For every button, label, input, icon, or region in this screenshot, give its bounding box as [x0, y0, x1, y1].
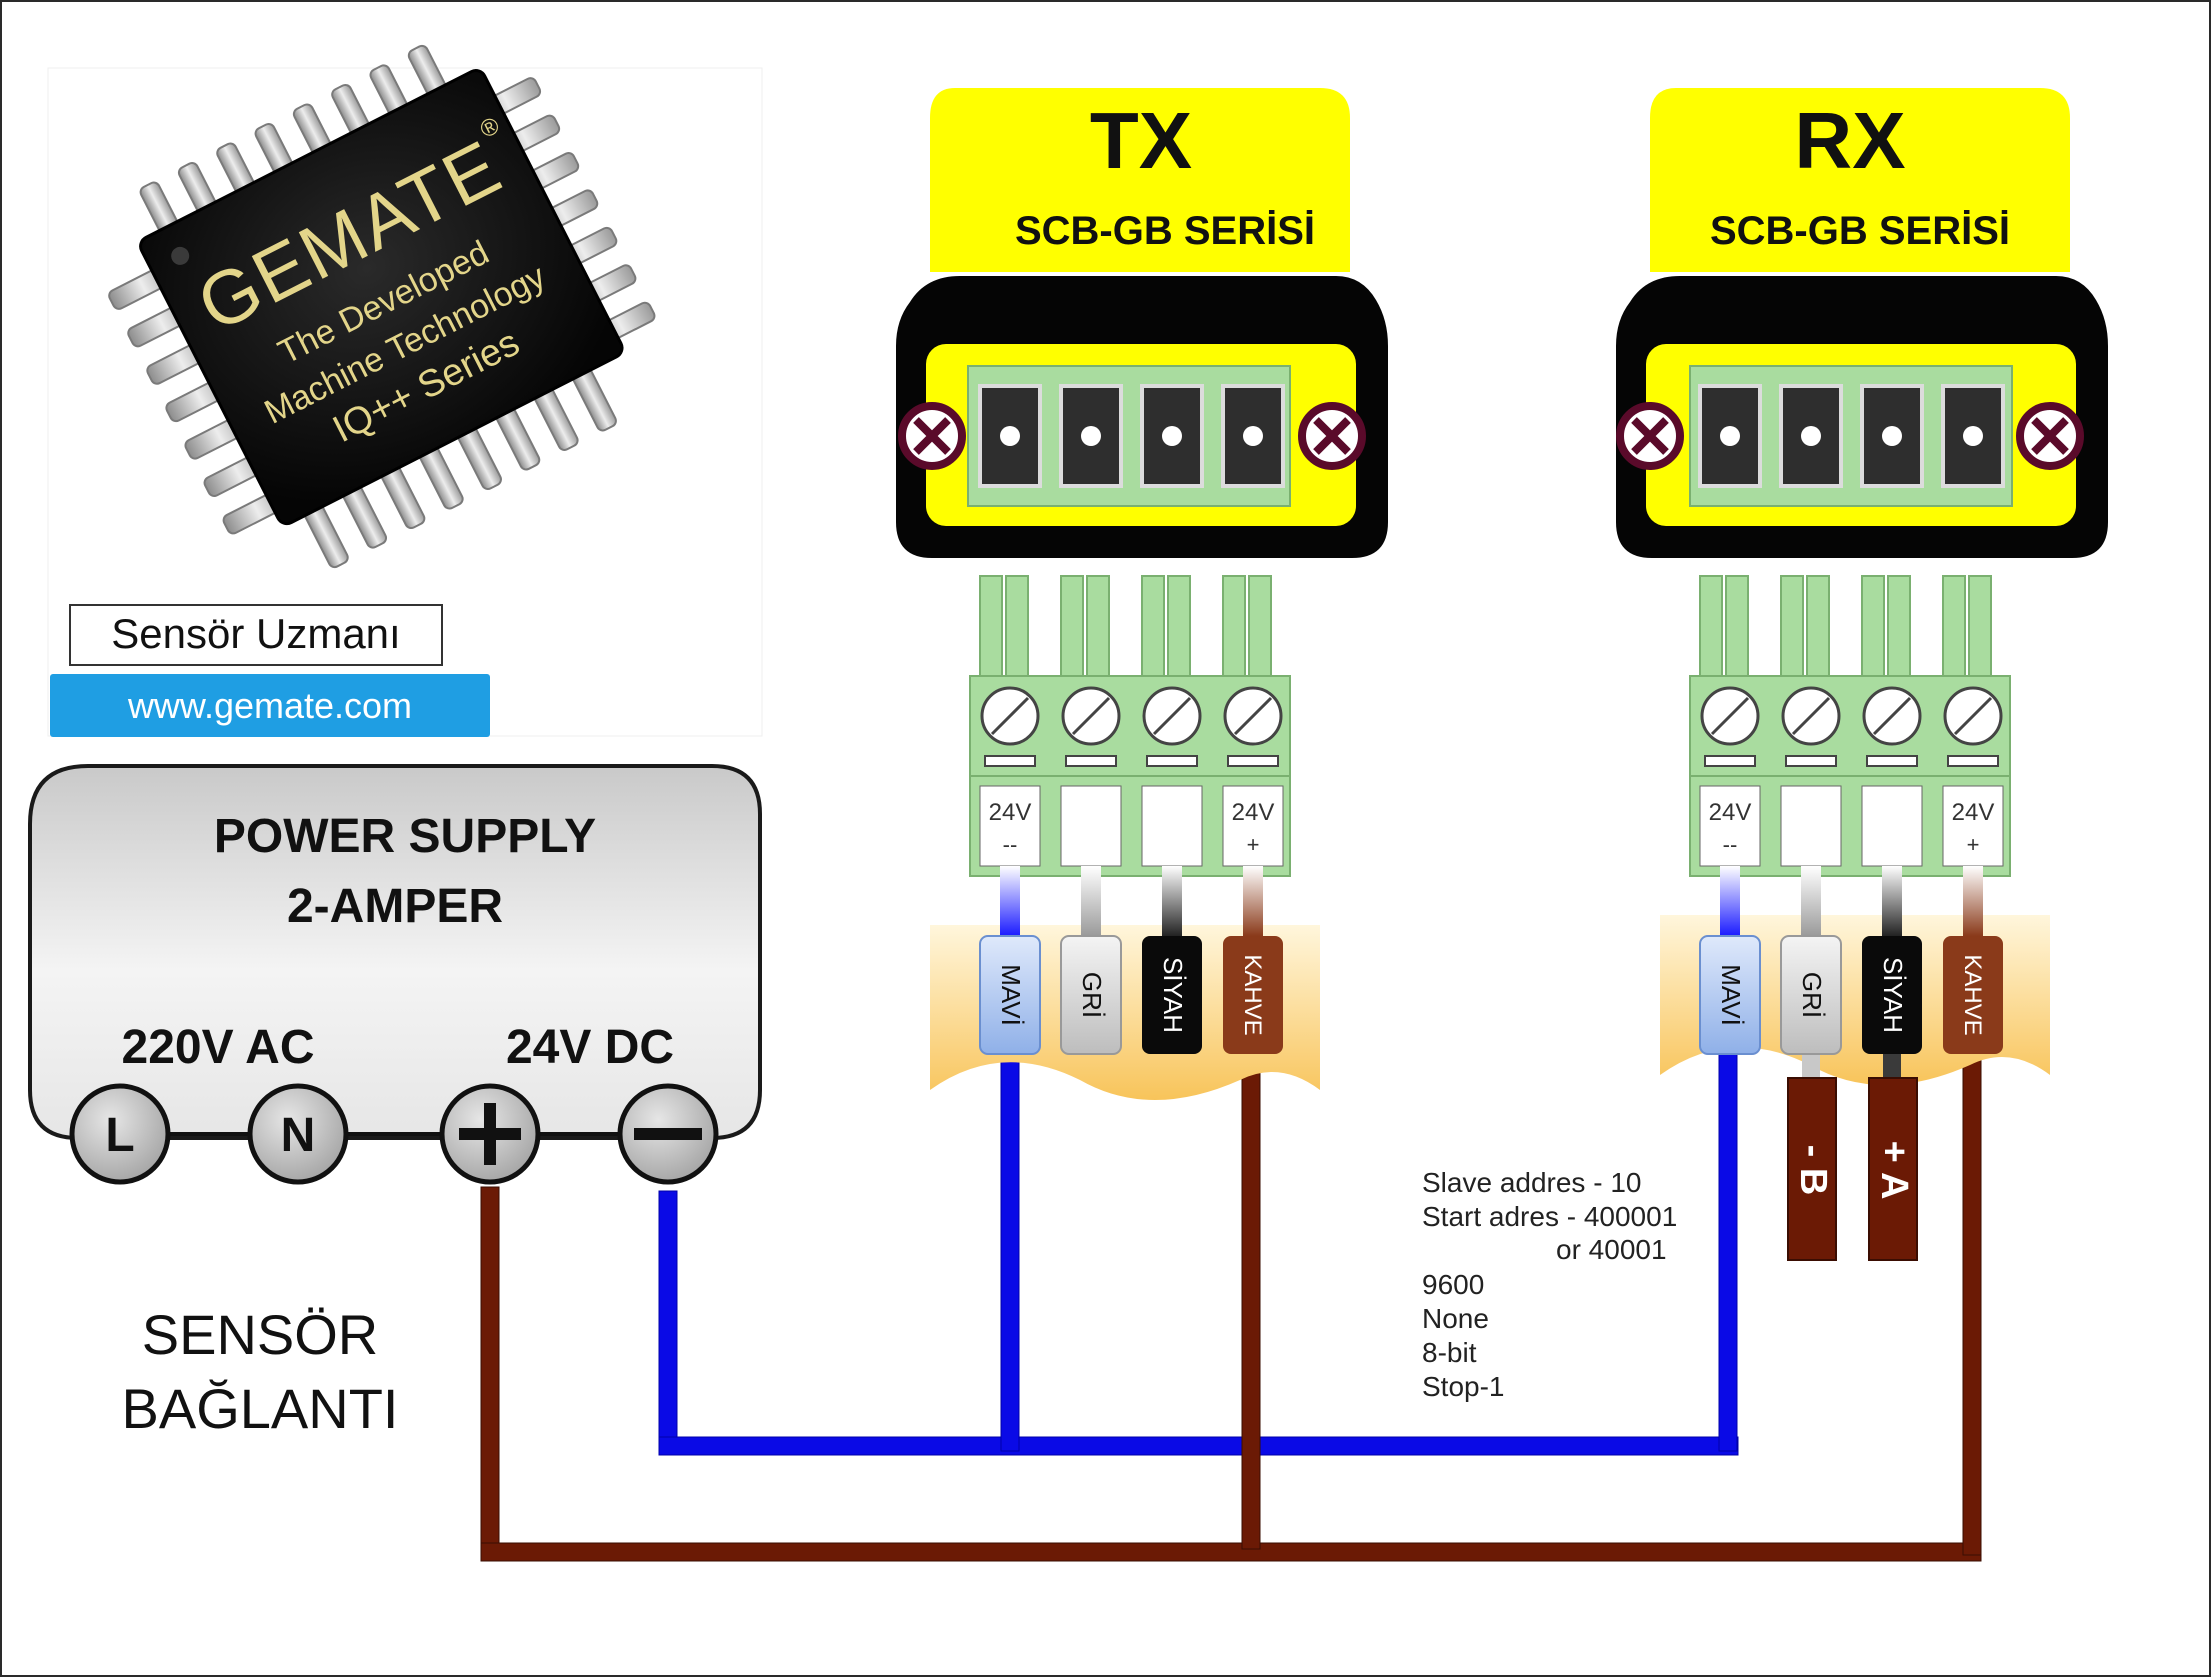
rx-cable: MAVİ GRİ SİYAH KAHVE - B + A	[1660, 866, 2050, 1261]
setting-start-alt: or 40001	[1556, 1234, 1667, 1265]
ps-title: POWER SUPPLY	[214, 810, 596, 863]
rs485-minus-b: - B	[1787, 1077, 1837, 1261]
svg-text:+ A: + A	[1873, 1141, 1915, 1200]
blue-wire-run	[658, 1049, 1739, 1456]
tx-tag-brown: KAHVE	[1223, 936, 1283, 1054]
tx-series: SCB-GB SERİSİ	[1015, 209, 1315, 253]
rs485-plus-a: + A	[1868, 1077, 1918, 1261]
tx-screw-right-icon	[1298, 402, 1366, 470]
tx-tag-gray: GRİ	[1060, 935, 1122, 1055]
tx-pin1-top: 24V	[989, 799, 1032, 826]
tagline: Sensör Uzmanı	[111, 610, 400, 657]
terminal-minus[interactable]	[617, 1083, 719, 1185]
svg-text:KAHVE: KAHVE	[1959, 954, 1986, 1035]
url-link[interactable]: www.gemate.com	[127, 685, 412, 726]
caption-line1: SENSÖR	[142, 1303, 379, 1366]
rx-module: RX SCB-GB SERİSİ	[1616, 88, 2108, 558]
svg-text:MAVİ: MAVİ	[996, 964, 1026, 1026]
modbus-settings: Slave addres - 10 Start adres - 400001 o…	[1422, 1167, 1677, 1402]
tx-screw-left-icon	[898, 402, 966, 470]
tx-pin4-top: 24V	[1232, 799, 1275, 826]
tx-title: TX	[1090, 96, 1192, 185]
brown-wire-run	[480, 1049, 1982, 1562]
setting-stopbits: Stop-1	[1422, 1371, 1505, 1402]
svg-text:KAHVE: KAHVE	[1239, 954, 1266, 1035]
rx-series: SCB-GB SERİSİ	[1710, 209, 2010, 253]
svg-text:MAVİ: MAVİ	[1716, 964, 1746, 1026]
rx-terminal-block: 24V -- 24V +	[1689, 575, 2011, 877]
terminal-n[interactable]: N	[247, 1083, 349, 1185]
rx-ports	[1698, 384, 2005, 488]
terminal-l-label: L	[105, 1109, 134, 1162]
svg-text:GRİ: GRİ	[1797, 972, 1827, 1018]
rx-screw-left-icon	[1616, 402, 1684, 470]
rx-title: RX	[1794, 96, 1905, 185]
setting-parity: None	[1422, 1303, 1489, 1334]
ps-rating: 2-AMPER	[287, 880, 503, 933]
chip-image: GEMATE ® The Developed Machine Technolog…	[108, 44, 656, 569]
tx-terminal-block: 24V -- 24V +	[969, 575, 1291, 877]
svg-text:SİYAH: SİYAH	[1158, 957, 1188, 1033]
power-supply: POWER SUPPLY 2-AMPER 220V AC 24V DC L N	[28, 764, 762, 1185]
terminal-l[interactable]: L	[69, 1083, 171, 1185]
rx-pin1-top: 24V	[1709, 799, 1752, 826]
svg-text:SİYAH: SİYAH	[1878, 957, 1908, 1033]
rx-pin1-bottom: --	[1723, 832, 1738, 857]
rx-tag-blue: MAVİ	[1699, 935, 1761, 1055]
ps-dc-label: 24V DC	[506, 1021, 674, 1074]
setting-baud: 9600	[1422, 1269, 1484, 1300]
caption-line2: BAĞLANTI	[122, 1377, 399, 1440]
tx-ports	[978, 384, 1285, 488]
rx-tag-black: SİYAH	[1862, 936, 1922, 1054]
terminal-plus[interactable]	[439, 1083, 541, 1185]
rx-tag-brown: KAHVE	[1943, 936, 2003, 1054]
rx-pin4-bottom: +	[1967, 832, 1980, 857]
rx-pin4-top: 24V	[1952, 799, 1995, 826]
setting-databits: 8-bit	[1422, 1337, 1477, 1368]
tagline-box	[69, 604, 443, 666]
tx-pin1-bottom: --	[1003, 832, 1018, 857]
tx-pin4-bottom: +	[1247, 832, 1260, 857]
rx-screw-right-icon	[2016, 402, 2084, 470]
tx-tag-black: SİYAH	[1142, 936, 1202, 1054]
setting-slave: Slave addres - 10	[1422, 1167, 1641, 1198]
gemate-logo: GEMATE ® The Developed Machine Technolog…	[47, 44, 763, 737]
svg-text:- B: - B	[1792, 1145, 1834, 1196]
setting-start: Start adres - 400001	[1422, 1201, 1677, 1232]
url-bar[interactable]	[50, 674, 490, 737]
svg-text:GRİ: GRİ	[1077, 972, 1107, 1018]
tx-module: TX SCB-GB SERİSİ	[896, 88, 1388, 558]
tx-tag-blue: MAVİ	[979, 935, 1041, 1055]
terminal-n-label: N	[281, 1109, 316, 1162]
tx-cable: MAVİ GRİ SİYAH KAHVE	[930, 866, 1320, 1100]
rx-tag-gray: GRİ	[1780, 935, 1842, 1055]
ps-ac-label: 220V AC	[122, 1021, 315, 1074]
minus-icon	[634, 1128, 702, 1140]
